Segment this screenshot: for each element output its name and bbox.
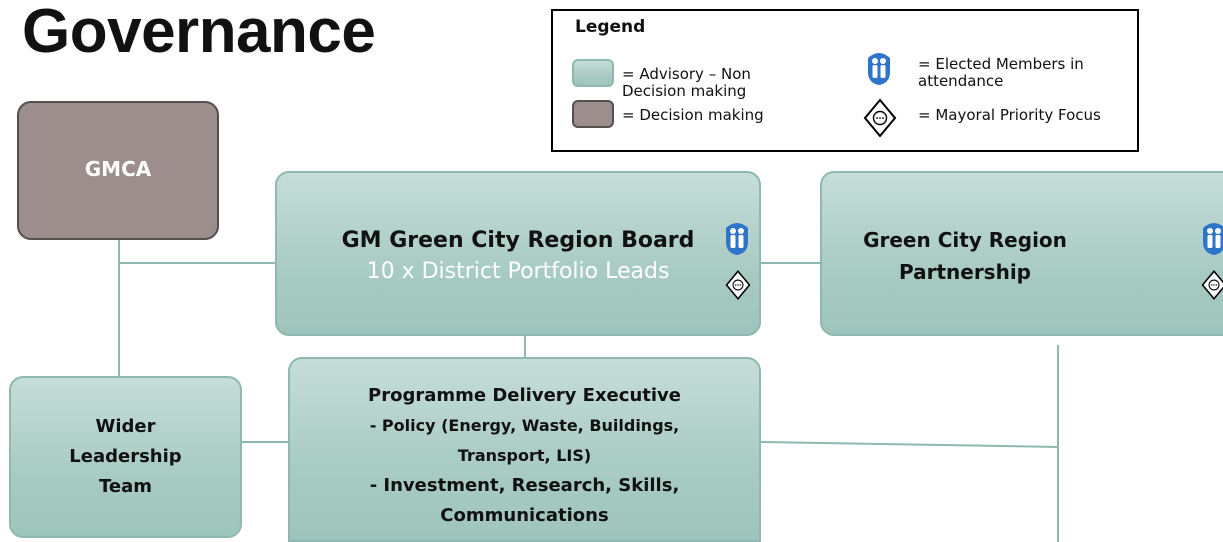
legend-advisory-swatch xyxy=(572,59,614,87)
partnership-title-line1: Green City Region xyxy=(863,227,1067,252)
legend-elected-label: = Elected Members in attendance xyxy=(918,55,1084,90)
programme-delivery-executive-node: Programme Delivery Executive - Policy (E… xyxy=(288,357,761,542)
wider-line1: Wider xyxy=(95,416,156,437)
executive-line2: Transport, LIS) xyxy=(457,445,592,465)
legend-decision-label: = Decision making xyxy=(622,106,764,124)
wider-leadership-team-node: Wider Leadership Team xyxy=(9,376,242,538)
diamond-ellipsis-icon xyxy=(725,270,751,300)
gmca-label: GMCA xyxy=(84,156,152,181)
wider-line3: Team xyxy=(98,476,152,497)
board-title: GM Green City Region Board xyxy=(341,227,695,253)
people-badge-icon xyxy=(1203,223,1223,255)
diamond-ellipsis-icon xyxy=(1201,270,1223,300)
executive-title: Programme Delivery Executive xyxy=(368,384,681,406)
wider-line2: Leadership xyxy=(69,446,182,467)
board-subtitle: 10 x District Portfolio Leads xyxy=(366,258,670,284)
executive-line1: - Policy (Energy, Waste, Buildings, xyxy=(369,415,680,435)
people-badge-icon xyxy=(726,223,748,255)
legend-decision-swatch xyxy=(572,100,614,128)
diamond-ellipsis-icon xyxy=(863,98,897,138)
line-executive-partnership xyxy=(759,441,1059,448)
legend-mayoral-label: = Mayoral Priority Focus xyxy=(918,106,1101,124)
partnership-title-line2: Partnership xyxy=(898,259,1031,284)
legend-box: Legend = Advisory – Non Decision making … xyxy=(551,9,1139,152)
legend-heading: Legend xyxy=(575,17,646,37)
executive-line3: - Investment, Research, Skills, xyxy=(369,474,680,496)
page-title: Governance xyxy=(22,0,376,66)
green-city-region-partnership-node: Green City Region Partnership xyxy=(820,171,1223,336)
legend-advisory-label: = Advisory – Non Decision making xyxy=(622,65,751,100)
executive-line4: Communications xyxy=(440,504,609,526)
green-city-region-board-node: GM Green City Region Board 10 x District… xyxy=(275,171,761,336)
people-badge-icon xyxy=(868,53,890,85)
gmca-node: GMCA xyxy=(17,101,219,240)
